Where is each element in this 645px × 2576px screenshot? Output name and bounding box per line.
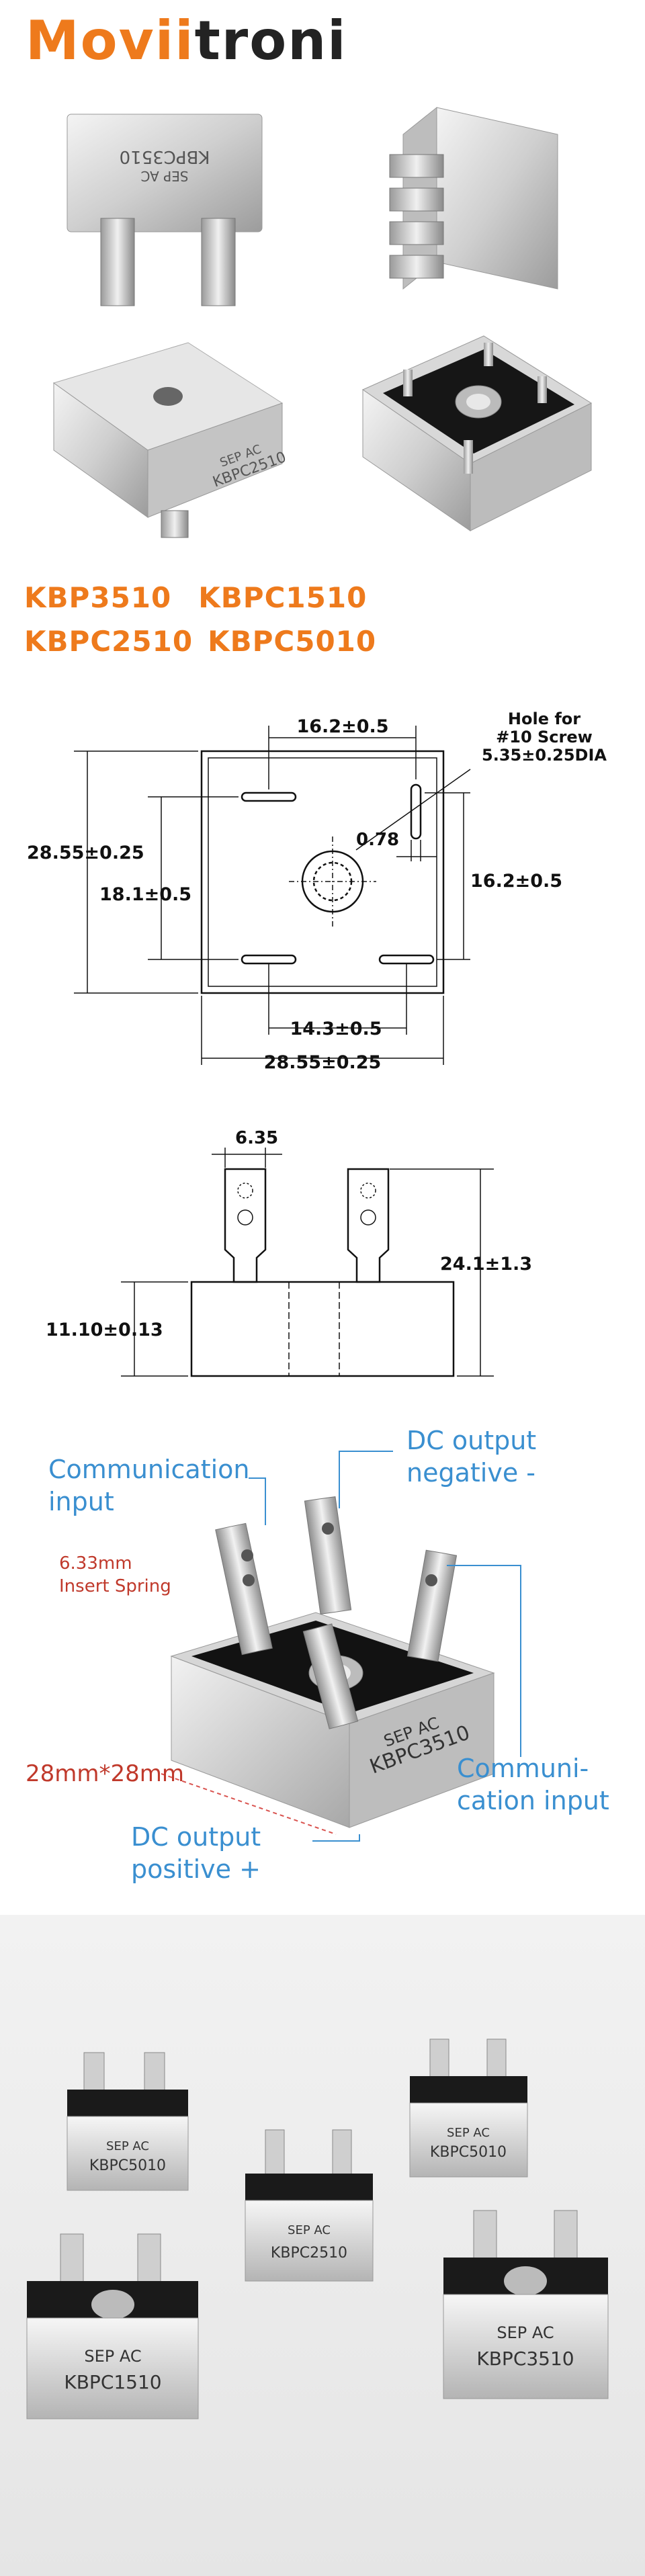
photo-chip-1-model: KBPC5010 — [89, 2157, 166, 2174]
model-kbpc2510: KBPC2510 — [24, 625, 194, 658]
models-row-2: KBPC2510 KBPC5010 — [24, 625, 376, 658]
label-comm-right-line2: cation input — [457, 1786, 609, 1815]
dim-left-inner: 18.1±0.5 — [99, 884, 191, 905]
label-dc-negative: DC output negative - — [406, 1424, 536, 1489]
dim-hole: 0.78 — [356, 830, 399, 850]
label-size: 28mm*28mm — [26, 1760, 185, 1787]
label-insert-spring: 6.33mm Insert Spring — [59, 1552, 171, 1598]
label-comm-input-line1: Communication — [48, 1455, 250, 1484]
annotated-product: KBPC3510 SEP AC — [161, 1451, 521, 1842]
brand-logo: Moviitroni — [26, 9, 347, 72]
model-kbpc5010: KBPC5010 — [208, 625, 377, 658]
brand-part2: troni — [194, 9, 347, 72]
label-comm-input-line2: input — [48, 1487, 114, 1516]
brand-part1: Movii — [26, 9, 195, 72]
dim-hole-label-1: Hole for — [508, 710, 580, 728]
photo-chip-5-sub: SEP AC — [497, 2323, 554, 2342]
label-dc-negative-line1: DC output — [406, 1426, 537, 1455]
label-comm-input-left: Communication input — [48, 1453, 250, 1518]
dim-hole-label-2: #10 Screw — [496, 728, 593, 746]
model-kbpc1510: KBPC1510 — [198, 581, 368, 614]
model-kbp3510: KBP3510 — [24, 581, 172, 614]
label-dc-positive-line1: DC output — [131, 1822, 261, 1852]
label-dc-positive: DC output positive + — [131, 1821, 261, 1885]
photo-chip-2: SEP AC KBPC5010 — [409, 2038, 528, 2178]
front-view-model: KBPC3510 — [120, 146, 210, 167]
dim-hole-label-3: 5.35±0.25DIA — [482, 746, 607, 765]
dimension-side-view: 6.35 24.1±1.3 11.10±0.13 — [46, 1128, 532, 1377]
label-comm-right-line1: Communi- — [457, 1754, 589, 1783]
models-row-1: KBP3510 KBPC1510 — [24, 581, 367, 614]
photo-chip-2-sub: SEP AC — [447, 2126, 490, 2140]
label-comm-input-right: Communi- cation input — [457, 1752, 609, 1817]
product-side-view — [389, 106, 558, 290]
photo-chip-3-sub: SEP AC — [288, 2223, 331, 2237]
product-bottom-view — [361, 335, 593, 531]
photo-chip-5-model: KBPC3510 — [476, 2348, 574, 2370]
product-front-view: KBPC3510 SEP AC — [67, 114, 263, 306]
photo-chip-3-model: KBPC2510 — [271, 2245, 347, 2262]
photo-chip-4-sub: SEP AC — [84, 2347, 141, 2366]
dim-top-width: 16.2±0.5 — [296, 716, 388, 737]
photo-chip-4-model: KBPC1510 — [64, 2371, 161, 2393]
dim-bottom-inner: 14.3±0.5 — [290, 1019, 382, 1039]
photo-chip-3: SEP AC KBPC2510 — [245, 2129, 374, 2282]
dim-pin-width: 6.35 — [235, 1128, 278, 1148]
photo-chip-1-sub: SEP AC — [106, 2139, 149, 2153]
dim-left-outer: 28.55±0.25 — [27, 843, 144, 863]
dim-body: 11.10±0.13 — [46, 1320, 163, 1340]
dimension-top-view: 16.2±0.5 Hole for #10 Screw 5.35±0.25DIA… — [27, 710, 607, 1073]
label-spring-line1: 6.33mm — [59, 1553, 132, 1574]
photo-chip-5: SEP AC KBPC3510 — [443, 2210, 609, 2399]
label-dc-positive-line2: positive + — [131, 1854, 261, 1884]
dim-bottom-outer: 28.55±0.25 — [264, 1052, 382, 1073]
label-spring-line2: Insert Spring — [59, 1576, 171, 1596]
dim-height: 24.1±1.3 — [440, 1254, 532, 1275]
product-images: KBPC3510 SEP AC KBPC2510 SEP AC — [52, 106, 593, 538]
front-view-sub: SEP AC — [140, 168, 188, 184]
photo-chip-4: SEP AC KBPC1510 — [26, 2233, 199, 2419]
label-dc-negative-line2: negative - — [406, 1458, 535, 1488]
photo-chip-2-model: KBPC5010 — [430, 2144, 507, 2161]
product-top-view: KBPC2510 SEP AC — [52, 342, 288, 538]
product-group-photo: SEP AC KBPC5010 SEP AC KBPC5010 SEP AC K… — [26, 2038, 609, 2419]
dim-right: 16.2±0.5 — [470, 871, 562, 892]
photo-chip-1: SEP AC KBPC5010 — [67, 2052, 189, 2191]
